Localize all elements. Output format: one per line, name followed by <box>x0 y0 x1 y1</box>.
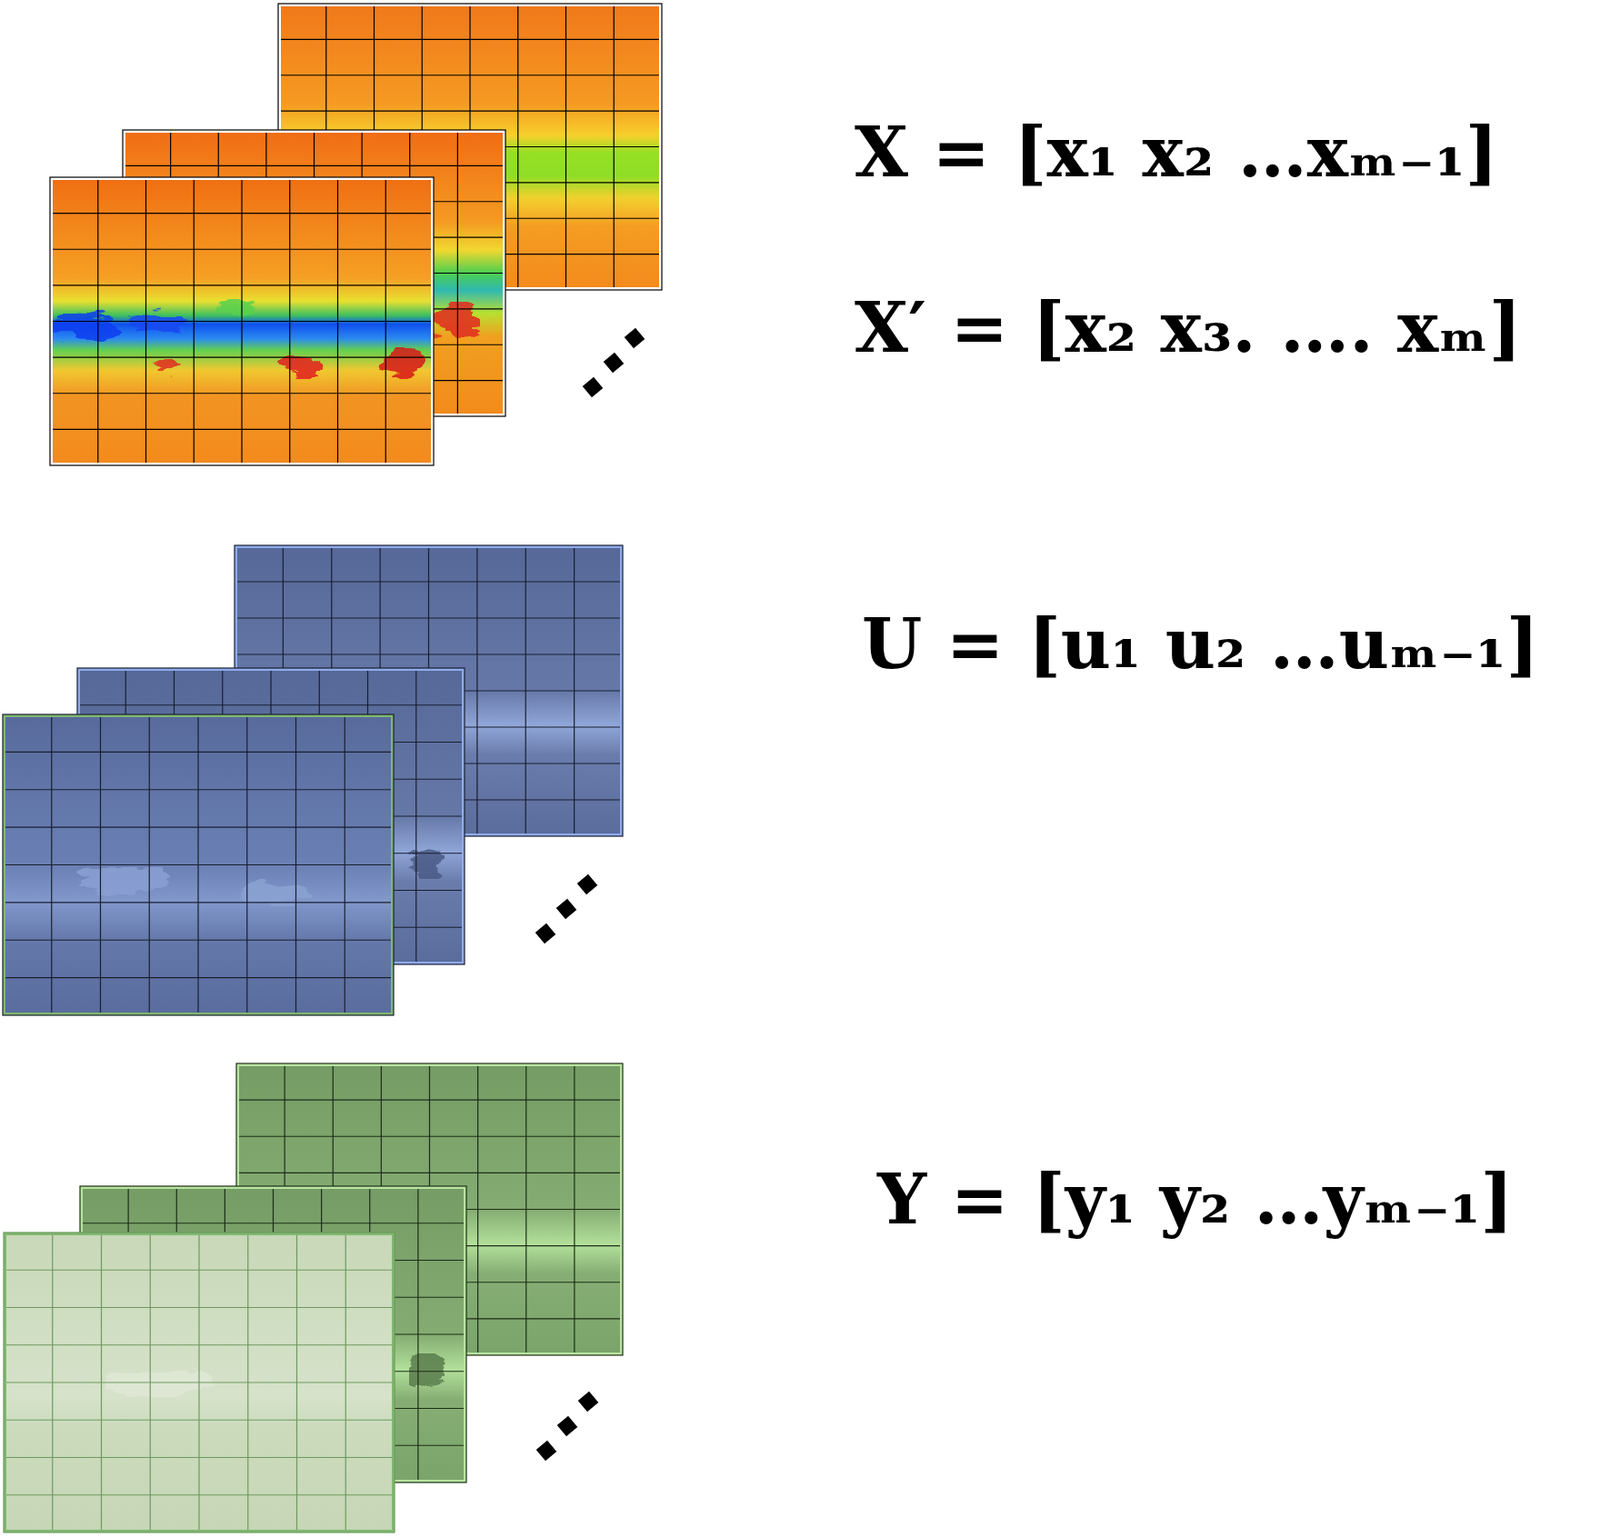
field-texture <box>410 1353 447 1387</box>
grid-line <box>417 1186 419 1483</box>
grid-line <box>613 3 615 290</box>
grid-line <box>457 130 459 417</box>
matrix-equation: X′ = [x₂ x₃. …. xₘ] <box>854 288 1522 368</box>
ellipsis-dot <box>624 328 646 350</box>
output-snapshot <box>3 1063 623 1533</box>
grid-line <box>3 1457 395 1459</box>
grid-line <box>415 668 417 965</box>
grid-line <box>2 901 394 903</box>
grid-line <box>476 545 478 837</box>
field-feature <box>50 314 118 340</box>
grid-line <box>477 1063 479 1356</box>
matrix-equation: X = [x₁ x₂ …xₘ₋₁] <box>854 112 1499 192</box>
field-feature <box>216 300 253 315</box>
field-texture <box>50 300 425 380</box>
frame-border <box>51 179 433 465</box>
grid-line <box>385 177 387 466</box>
grid-outline <box>3 1232 395 1533</box>
matrix-equation: Y = [y₁ y₂ …yₘ₋₁] <box>877 1160 1514 1240</box>
field-feature <box>410 1353 447 1387</box>
field-feature <box>279 356 320 379</box>
grid-line <box>246 714 248 1016</box>
grid-line <box>525 1063 527 1356</box>
grid-line <box>345 1232 347 1533</box>
grid-line <box>50 320 434 322</box>
frame-border <box>5 1234 394 1532</box>
grid-line <box>296 1232 298 1533</box>
grid-line <box>337 177 339 466</box>
grid-line <box>565 3 567 290</box>
grid-line <box>247 1232 249 1533</box>
field-image <box>50 177 434 466</box>
grid-line <box>50 357 434 359</box>
input-snapshot <box>2 545 623 1016</box>
ellipsis-dot <box>578 1391 600 1413</box>
field-texture <box>74 867 313 907</box>
field-feature <box>380 349 425 375</box>
matrix-equation: U = [u₁ u₂ …uₘ₋₁] <box>861 604 1540 684</box>
grid-line <box>2 940 394 941</box>
grid-outline <box>2 714 394 1016</box>
frame-border <box>4 716 393 1015</box>
grid-line <box>2 977 394 979</box>
grid-line <box>525 545 527 837</box>
flow-snapshot <box>44 3 662 466</box>
field-feature <box>439 302 480 336</box>
grid-line <box>573 545 575 837</box>
grid-outline <box>50 177 434 466</box>
snapshot-frame <box>3 1232 395 1533</box>
snapshot-frame <box>44 177 434 466</box>
grid-line <box>289 177 290 466</box>
ellipsis-dot <box>557 1416 579 1438</box>
ellipsis-dot <box>603 352 625 374</box>
ellipsis-dot <box>582 377 604 399</box>
field-feature <box>150 359 180 376</box>
grid-line <box>3 1494 395 1496</box>
field-image <box>3 1232 395 1533</box>
grid-line <box>50 429 434 430</box>
ellipsis-dot <box>535 923 557 945</box>
grid-line <box>573 1063 575 1356</box>
ellipsis-dot <box>577 874 599 896</box>
ellipsis-dot <box>536 1440 558 1462</box>
field-feature <box>74 867 166 893</box>
grid-line <box>295 714 297 1016</box>
field-image <box>2 714 394 1016</box>
grid-line <box>50 392 434 394</box>
snapshot-frame <box>2 714 394 1016</box>
grid-line <box>517 3 519 290</box>
ellipsis-dot <box>556 899 578 920</box>
grid-line <box>2 864 394 866</box>
grid-line <box>3 1381 395 1383</box>
grid-line <box>344 714 346 1016</box>
grid-line <box>3 1420 395 1421</box>
